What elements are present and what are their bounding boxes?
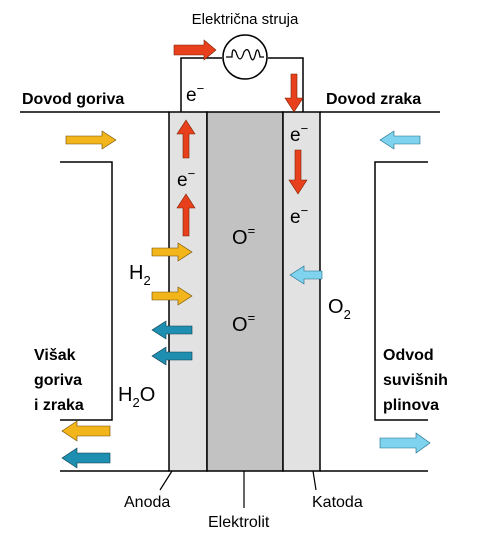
exhaust-outlet-label: Odvod suvišnih plinova [383, 347, 452, 414]
electron-label-cathode-1: e− [290, 121, 308, 146]
electrolyte-layer [206, 111, 284, 472]
excess-outlet-arrow-water [61, 447, 111, 469]
air-inlet-arrow [379, 130, 421, 150]
anode-label: Anoda [124, 494, 170, 511]
electron-arrow-anode-mid [176, 193, 196, 237]
oxygen-arrow [289, 265, 323, 285]
electron-label-anode: e− [177, 166, 195, 191]
current-label: Električna struja [192, 11, 299, 28]
water-arrow-2 [151, 346, 193, 366]
electron-arrow-anode-top [176, 119, 196, 159]
fuel-arrows [61, 130, 193, 442]
electron-label-circuit: e− [186, 81, 204, 106]
fuel-inlet-label: Dovod goriva [22, 91, 124, 108]
exhaust-outlet-arrow [379, 432, 431, 454]
component-leaders [159, 470, 317, 508]
oxide-ion-label-2: O= [232, 310, 255, 336]
cathode-layer [282, 111, 321, 472]
fuel-channel-walls [20, 111, 169, 472]
fuel-inlet-arrow [65, 130, 117, 150]
electron-arrow-cathode-top [284, 73, 304, 113]
electron-label-cathode-2: e− [290, 203, 308, 228]
load-lamp-icon [222, 34, 268, 80]
water-label: H2O [118, 384, 155, 410]
hydrogen-arrow-2 [151, 286, 193, 306]
electron-arrow-circuit-in [173, 39, 217, 61]
electron-arrow-cathode-mid [288, 149, 308, 195]
water-arrows [61, 320, 193, 469]
air-channel-walls [320, 111, 440, 472]
electrolyte-label: Elektrolit [208, 514, 270, 531]
cathode-label: Katoda [312, 494, 363, 511]
excess-outlet-label: Višak goriva i zraka [34, 347, 86, 414]
excess-outlet-arrow-fuel [61, 420, 111, 442]
anode-layer [168, 111, 208, 472]
air-inlet-label: Dovod zraka [326, 91, 421, 108]
water-arrow-1 [151, 320, 193, 340]
oxide-ion-label-1: O= [232, 223, 255, 249]
air-arrows [289, 130, 431, 454]
oxygen-label: O2 [328, 296, 351, 322]
electron-arrows [173, 39, 308, 237]
hydrogen-arrow-1 [151, 242, 193, 262]
hydrogen-label: H2 [129, 262, 151, 288]
